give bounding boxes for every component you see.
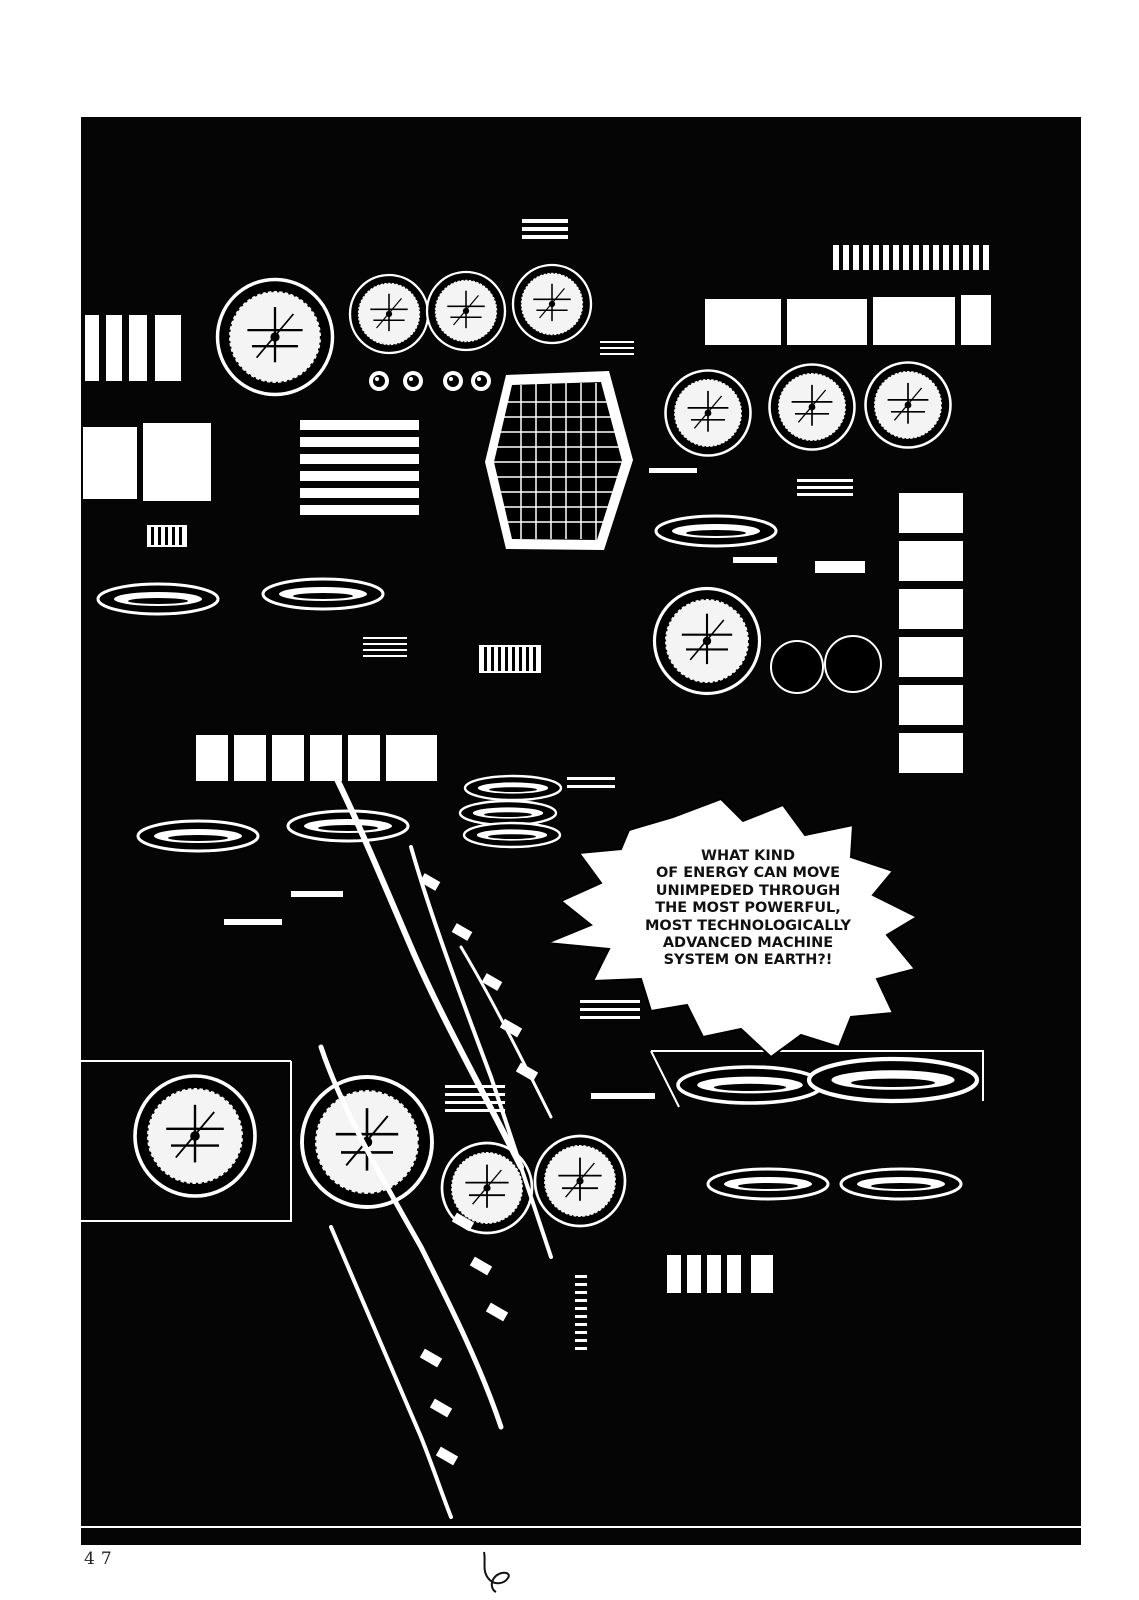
balloon-line: UNIMPEDED THROUGH [655, 882, 841, 899]
white-blocks [705, 295, 991, 345]
balloon-line: ADVANCED MACHINE [662, 935, 834, 952]
energy-streaks [318, 764, 553, 1519]
balloon-line: WHAT KIND [701, 848, 795, 864]
page-number: 47 [84, 1549, 118, 1569]
white-blocks [899, 493, 963, 773]
tick-bar [833, 245, 989, 270]
stripe-block [300, 420, 419, 515]
white-bars [667, 1255, 773, 1293]
squiggle-mark [483, 1551, 510, 1593]
control-panel-art [81, 219, 1081, 1528]
comic-panel [81, 117, 1081, 1545]
stripe-block [522, 219, 568, 239]
white-blocks [196, 735, 437, 781]
balloon-line: MOST TECHNOLOGICALLY [644, 917, 852, 934]
white-bars [85, 315, 181, 381]
grid-screen [485, 371, 633, 550]
balloon-line: OF ENERGY CAN MOVE [655, 865, 841, 882]
balloon-line: SYSTEM ON EARTH?! [663, 952, 833, 969]
balloon-line: THE MOST POWERFUL, [655, 900, 841, 917]
speech-balloon-shape [546, 797, 920, 1059]
speech-balloon-text: WHAT KIND OF ENERGY CAN MOVE UNIMPEDED T… [583, 848, 913, 970]
sound-effect-marks [419, 873, 539, 1466]
